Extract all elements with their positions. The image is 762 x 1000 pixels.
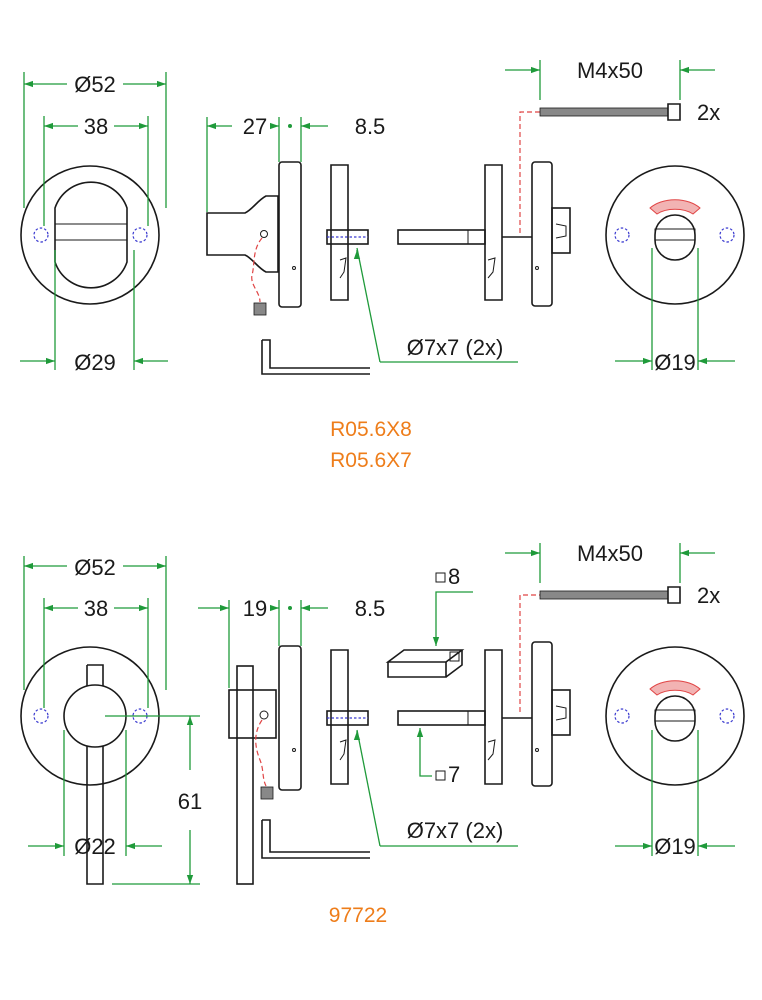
bottom-code: 97722: [329, 904, 387, 927]
bottom-screw-qty-label: 2x: [697, 583, 720, 608]
top-dia-inner-label: Ø29: [74, 350, 116, 375]
top-code-1: R05.6X8: [330, 418, 412, 441]
top-screw-qty-label: 2x: [697, 100, 720, 125]
square-symbol-8: [435, 572, 446, 583]
top-dim-dia29: Ø29: [20, 250, 168, 375]
bottom-dim-depth: 19 8.5: [198, 596, 385, 688]
bottom-dia-inner-label: Ø22: [74, 834, 116, 859]
bottom-square-b-label: 7: [448, 762, 460, 787]
top-inner-plate: [326, 164, 369, 301]
top-spindle-label: Ø7x7 (2x): [407, 335, 504, 360]
top-indicator-window: [649, 199, 701, 215]
bottom-indicator-window: [649, 680, 701, 696]
top-code-2: R05.6X7: [330, 449, 412, 472]
bottom-dim-61: 61: [105, 715, 202, 885]
top-indicator-side: [397, 111, 571, 307]
bottom-dim-dia22: Ø22: [28, 730, 162, 859]
bottom-square-a-label: 8: [448, 564, 460, 589]
top-indicator-front: [605, 165, 745, 305]
bottom-dim-dia19: Ø19: [615, 730, 735, 859]
top-depth-b-label: 8.5: [355, 114, 386, 139]
top-depth-a-label: 27: [243, 114, 267, 139]
top-dim-dia19: Ø19: [615, 248, 735, 375]
mounting-hole-right: [132, 227, 148, 243]
top-dim-depth: 27 8.5: [206, 114, 386, 212]
bottom-dim-spindle: Ø7x7 (2x): [353, 729, 518, 847]
bottom-screw-label: M4x50: [577, 541, 643, 566]
bottom-dia-outer-label: Ø52: [74, 555, 116, 580]
top-thumbturn-side: [206, 161, 370, 375]
top-screw: 2x: [539, 100, 720, 125]
bottom-dim-dia52: Ø52: [23, 555, 167, 690]
bottom-square-adapter: 8: [385, 564, 473, 678]
bottom-set: Ø52 38 Ø22 61: [20, 541, 745, 927]
top-set: Ø52 38 Ø29: [20, 58, 745, 472]
bottom-lever-length-label: 61: [178, 789, 202, 814]
bottom-hole-spacing-label: 38: [84, 596, 108, 621]
top-dim-dia52: Ø52: [23, 72, 167, 208]
mounting-hole-left: [33, 227, 49, 243]
top-hole-spacing-label: 38: [84, 114, 108, 139]
bottom-depth-a-label: 19: [243, 596, 267, 621]
bottom-screw: 2x: [539, 583, 720, 608]
top-dia-indicator-label: Ø19: [654, 350, 696, 375]
bottom-dim-screw: M4x50: [505, 541, 715, 583]
bottom-dia-indicator-label: Ø19: [654, 834, 696, 859]
bottom-depth-b-label: 8.5: [355, 596, 386, 621]
bottom-inner-plate: [326, 649, 369, 785]
top-rosette-front: [20, 165, 160, 305]
bottom-spindle-label: Ø7x7 (2x): [407, 818, 504, 843]
top-dim-38: 38: [43, 114, 149, 226]
bottom-indicator-front: [605, 646, 745, 786]
bottom-lever-side: [228, 645, 370, 885]
bottom-dim-38: 38: [43, 596, 149, 708]
bottom-indicator-side: 7: [397, 594, 571, 787]
square-symbol-7: [435, 770, 446, 781]
top-screw-label: M4x50: [577, 58, 643, 83]
top-dim-spindle: Ø7x7 (2x): [353, 247, 518, 363]
top-dim-screw: M4x50: [505, 58, 715, 100]
top-dia-outer-label: Ø52: [74, 72, 116, 97]
